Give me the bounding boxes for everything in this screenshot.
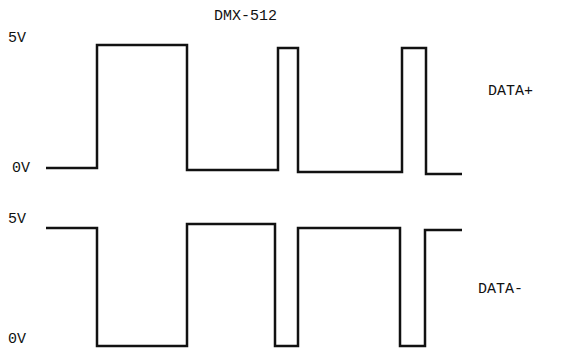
data-minus-signal — [46, 224, 462, 346]
diagram-title: DMX-512 — [214, 9, 277, 24]
voltage-level: 5V — [8, 212, 26, 227]
signal-name: DATA- — [478, 282, 523, 297]
data-plus-signal — [46, 45, 462, 174]
signal-name: DATA+ — [488, 84, 533, 99]
voltage-level: 5V — [8, 31, 26, 46]
voltage-level: 0V — [8, 332, 26, 347]
voltage-level: 0V — [12, 161, 30, 176]
